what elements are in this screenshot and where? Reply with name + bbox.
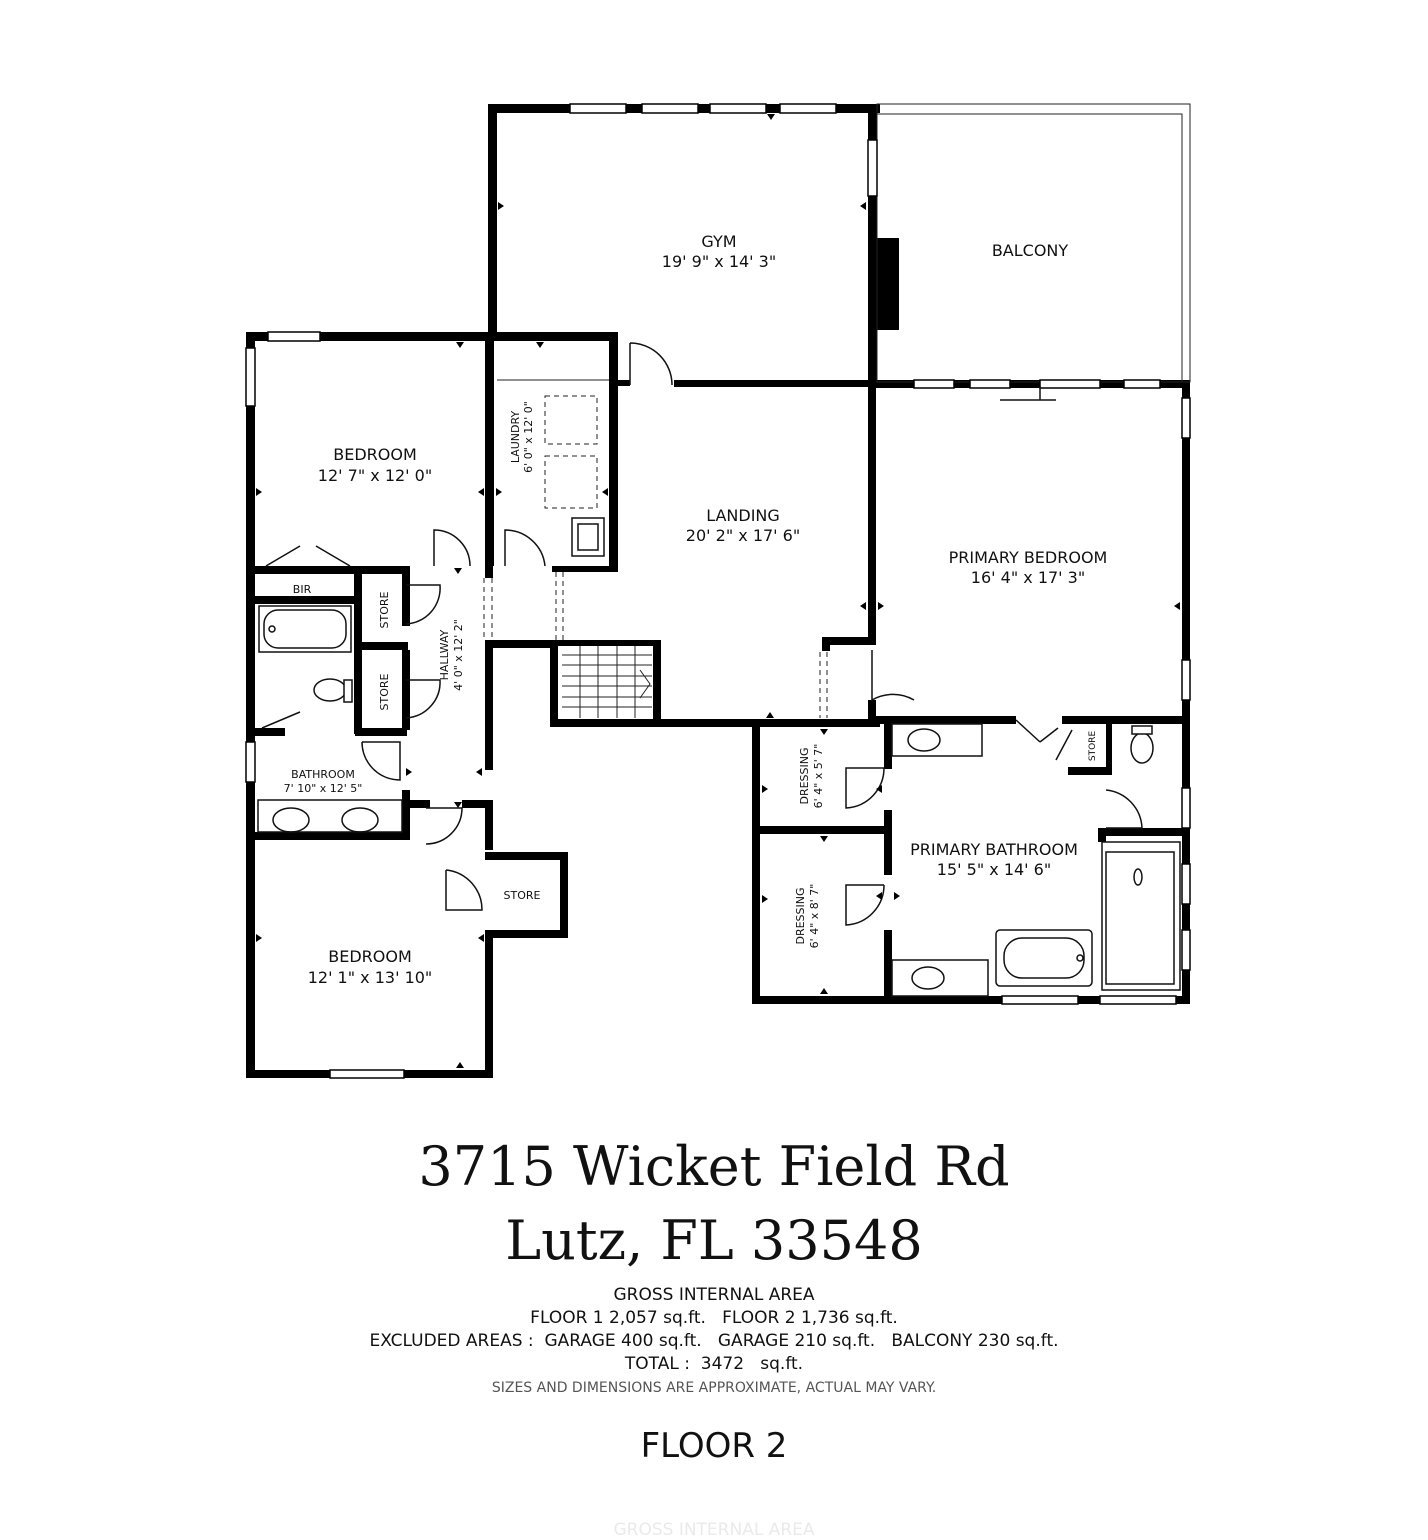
- area-disclaimer: SIZES AND DIMENSIONS ARE APPROXIMATE, AC…: [491, 1380, 937, 1396]
- dressing2-dims: 6' 4" x 8' 7": [808, 884, 821, 949]
- stairs: [562, 646, 652, 718]
- bathroom-name: BATHROOM: [291, 768, 355, 781]
- laundry-dims: 6' 0" x 12' 0": [522, 401, 535, 473]
- store1-name: STORE: [378, 591, 391, 628]
- store3-name: STORE: [504, 889, 541, 902]
- area-total: TOTAL : 3472 sq.ft.: [624, 1354, 804, 1374]
- hallway-name: HALLWAY: [438, 629, 451, 680]
- area-heading: GROSS INTERNAL AREA: [613, 1285, 815, 1305]
- primary-bedroom-name: PRIMARY BEDROOM: [949, 548, 1108, 567]
- landing-name: LANDING: [706, 506, 780, 525]
- landing-dims: 20' 2" x 17' 6": [686, 526, 800, 545]
- dimension-marks: [256, 114, 1180, 1068]
- gym-dims: 19' 9" x 14' 3": [662, 252, 776, 271]
- primary-bathroom-name: PRIMARY BATHROOM: [910, 840, 1078, 859]
- dressing2-name: DRESSING: [794, 887, 807, 944]
- bir-name: BIR: [293, 583, 312, 596]
- address-line-2: Lutz, FL 33548: [505, 1209, 923, 1272]
- hallway-dims: 4' 0" x 12' 2": [452, 619, 465, 691]
- fixtures: [257, 379, 1181, 997]
- bathroom-dims: 7' 10" x 12' 5": [284, 782, 363, 795]
- store2-name: STORE: [378, 673, 391, 710]
- primary-bathroom-dims: 15' 5" x 14' 6": [937, 860, 1051, 879]
- store4-name: STORE: [1088, 731, 1098, 762]
- gym-name: GYM: [701, 232, 736, 251]
- floor-plan: GYM 19' 9" x 14' 3" BALCONY LAUNDRY 6' 0…: [245, 103, 1191, 1079]
- primary-bedroom-dims: 16' 4" x 17' 3": [971, 568, 1085, 587]
- address-line-1: 3715 Wicket Field Rd: [418, 1135, 1010, 1198]
- bedroom1-dims: 12' 7" x 12' 0": [318, 466, 432, 485]
- balcony-outline: [876, 103, 1191, 383]
- bedroom1-name: BEDROOM: [333, 445, 417, 464]
- dressing1-name: DRESSING: [798, 747, 811, 804]
- area-excluded: EXCLUDED AREAS : GARAGE 400 sq.ft. GARAG…: [369, 1331, 1059, 1351]
- floor-label: FLOOR 2: [640, 1426, 788, 1466]
- area-floors: FLOOR 1 2,057 sq.ft. FLOOR 2 1,736 sq.ft…: [530, 1308, 898, 1328]
- bedroom2-name: BEDROOM: [328, 947, 412, 966]
- windows: [245, 103, 1191, 1079]
- dressing1-dims: 6' 4" x 5' 7": [812, 744, 825, 809]
- laundry-name: LAUNDRY: [509, 411, 522, 464]
- doors: [261, 342, 1143, 926]
- openings: [483, 572, 828, 718]
- plan-footer: 3715 Wicket Field Rd Lutz, FL 33548 GROS…: [0, 1130, 1428, 1500]
- balcony-name: BALCONY: [992, 241, 1069, 260]
- faded-heading: GROSS INTERNAL AREA: [613, 1520, 815, 1540]
- bedroom2-dims: 12' 1" x 13' 10": [308, 968, 433, 987]
- room-labels: GYM 19' 9" x 14' 3" BALCONY LAUNDRY 6' 0…: [284, 232, 1108, 987]
